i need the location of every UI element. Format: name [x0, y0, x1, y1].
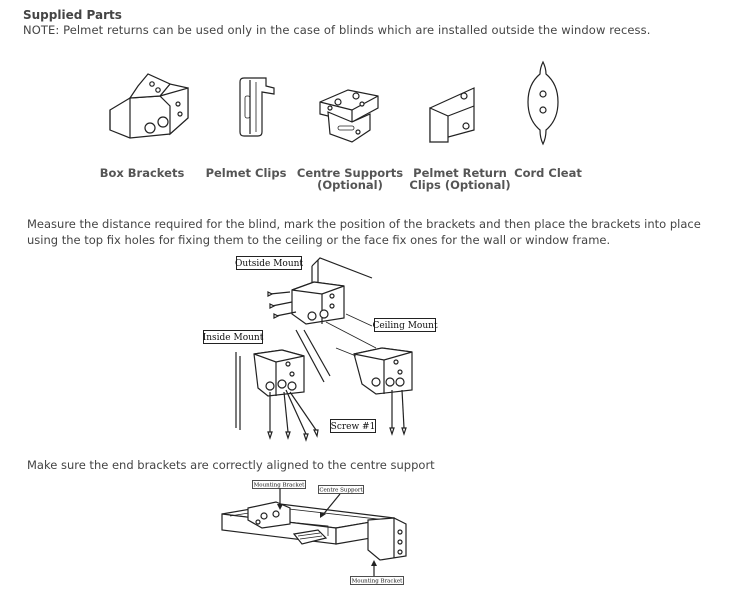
ceiling-mount-text: Ceiling Mount: [372, 321, 437, 331]
note-text: NOTE: Pelmet returns can be used only in…: [23, 23, 651, 37]
centre-support-piece: [292, 529, 328, 545]
pelmet-clip-icon: [239, 77, 275, 137]
outside-mount-bracket: [291, 281, 345, 325]
part-label-cord-cleat: Cord Cleat: [514, 166, 582, 180]
part-label-line: (Optional): [317, 178, 383, 192]
inside-mount-label: Inside Mount: [203, 330, 264, 344]
centre-support-icon: [319, 89, 379, 143]
right-mounting-bracket: [367, 517, 407, 561]
outside-mount-text: Outside Mount: [235, 259, 303, 269]
ceiling-mount-bracket: [353, 347, 413, 395]
instruction-paragraph: Measure the distance required for the bl…: [27, 217, 701, 247]
centre-support-text: Centre Support: [319, 488, 363, 494]
part-label-box-brackets: Box Brackets: [99, 166, 185, 180]
pelmet-return-clip-icon: [429, 87, 475, 143]
screw-text: Screw #1: [331, 422, 376, 432]
inside-mount-text: Inside Mount: [203, 333, 264, 343]
part-label-centre-supports: Centre Supports (Optional): [297, 167, 403, 191]
box-bracket-icon: [109, 73, 189, 139]
part-label-pelmet-clips: Pelmet Clips: [205, 166, 287, 180]
centre-support-label: Centre Support: [318, 485, 364, 494]
alignment-instruction: Make sure the end brackets are correctly…: [27, 458, 435, 472]
part-label-line: Centre Supports: [296, 166, 404, 180]
part-label-line: Pelmet Return: [413, 166, 507, 180]
mounting-bracket-top-label: Mounting Bracket: [252, 480, 306, 489]
mounting-bracket-top-text: Mounting Bracket: [254, 483, 305, 489]
mounting-diagram: [235, 257, 413, 442]
ceiling-mount-label: Ceiling Mount: [372, 318, 438, 332]
mounting-bracket-bottom-text: Mounting Bracket: [352, 579, 403, 585]
section-heading: Supplied Parts: [23, 8, 122, 22]
inside-mount-bracket: [253, 349, 305, 397]
mounting-bracket-bottom-label: Mounting Bracket: [350, 576, 404, 585]
left-mounting-bracket: [247, 501, 291, 529]
outside-mount-label: Outside Mount: [235, 256, 303, 270]
part-label-line: Clips (Optional): [409, 178, 511, 192]
cord-cleat-icon: [527, 60, 559, 146]
alignment-diagram: [221, 488, 407, 576]
part-label-pelmet-return: Pelmet Return Clips (Optional): [409, 167, 510, 191]
screw-label: Screw #1: [330, 419, 376, 433]
